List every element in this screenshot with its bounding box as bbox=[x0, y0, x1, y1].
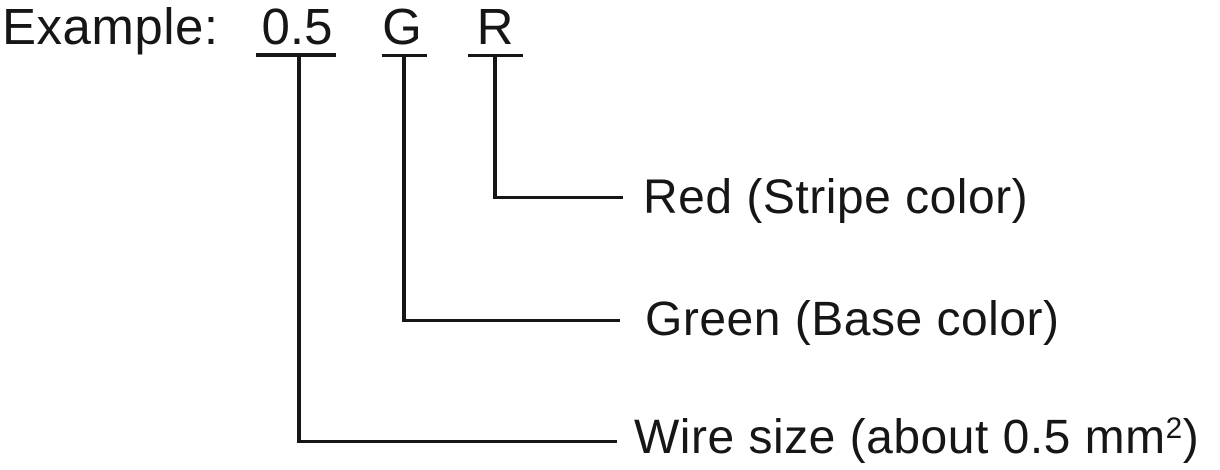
wire-size-callout-text: Wire size (about 0.5 mm bbox=[634, 411, 1166, 464]
wire-size-value: 0.5 bbox=[261, 0, 333, 55]
wire-size-callout-close: ) bbox=[1182, 411, 1200, 464]
superscript-2: 2 bbox=[1165, 412, 1183, 446]
base-color-underline bbox=[382, 54, 427, 57]
stripe-color-underline bbox=[468, 54, 523, 57]
wire-size-underline bbox=[256, 53, 336, 57]
example-label: Example: bbox=[2, 0, 219, 55]
base-color-code: G bbox=[382, 0, 422, 55]
stripe-color-callout: Red (Stripe color) bbox=[643, 171, 1029, 224]
stripe-color-leader-line bbox=[493, 57, 623, 199]
base-color-callout: Green (Base color) bbox=[645, 293, 1060, 346]
base-color-leader-line bbox=[402, 57, 620, 322]
wire-size-leader-line bbox=[297, 57, 617, 443]
stripe-color-code: R bbox=[476, 0, 514, 55]
wire-size-callout: Wire size (about 0.5 mm2) bbox=[634, 412, 1199, 464]
